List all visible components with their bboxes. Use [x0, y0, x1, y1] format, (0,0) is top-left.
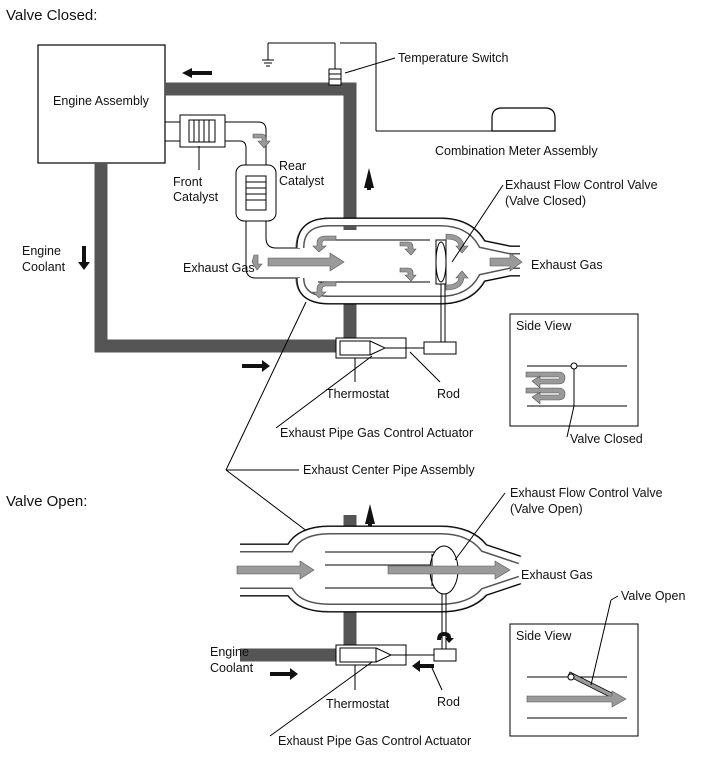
flow-arrow-open-in — [236, 560, 315, 580]
combination-meter-label: Combination Meter Assembly — [435, 144, 598, 158]
valve-closed-leader — [566, 405, 575, 438]
flow-valve-open-label-1: Exhaust Flow Control Valve — [510, 486, 663, 500]
actuator-label: Exhaust Pipe Gas Control Actuator — [280, 426, 473, 440]
valve-open-label: Valve Open — [621, 589, 685, 603]
actuator-leader — [275, 355, 373, 429]
actuator-closed — [335, 284, 457, 359]
exhaust-gas-in-label: Exhaust Gas — [183, 261, 255, 275]
center-pipe-leader-1 — [225, 301, 307, 471]
rear-catalyst-label-2: Catalyst — [279, 174, 325, 188]
flow-valve-open-leader — [454, 492, 506, 561]
side-view-closed: Side View — [509, 313, 639, 427]
thermostat-label: Thermostat — [326, 387, 390, 401]
engine-coolant-label-2: Coolant — [22, 260, 66, 274]
rod-open-leader — [431, 667, 443, 691]
flow-valve-closed-leader — [451, 184, 504, 263]
rod-leader — [409, 351, 441, 383]
flow-valve-open-label-2: (Valve Open) — [510, 502, 583, 516]
front-catalyst-label-2: Catalyst — [173, 190, 219, 204]
flow-arrow-catalyst — [252, 133, 271, 149]
flow-arrow-main-out — [489, 252, 523, 272]
flow-arrow-curl-1 — [312, 235, 337, 253]
exhaust-pipe-closed — [165, 114, 300, 279]
side-view-label: Side View — [516, 319, 572, 333]
flow-arrow-main-in — [267, 252, 345, 272]
flow-arrow-curl-5 — [445, 233, 469, 254]
front-catalyst-label-1: Front — [173, 175, 203, 189]
valve-open-title: Valve Open: — [6, 493, 87, 510]
valve-open-leader-2 — [610, 595, 619, 601]
actuator-open-leader — [269, 661, 373, 737]
actuator-open-label: Exhaust Pipe Gas Control Actuator — [278, 734, 471, 748]
engine-coolant-label-1: Engine — [22, 244, 61, 258]
rod-label: Rod — [437, 387, 460, 401]
coolant-direction-arrow-down — [78, 246, 90, 270]
engine-assembly-box — [37, 44, 166, 164]
exhaust-gas-out-label: Exhaust Gas — [531, 258, 603, 272]
valve-closed-title: Valve Closed: — [6, 7, 97, 24]
thermostat-open-label: Thermostat — [326, 697, 390, 711]
flow-arrow-curl-4 — [312, 281, 337, 299]
coolant-open-arrow-up — [365, 504, 375, 526]
flow-valve-closed-label-2: (Valve Closed) — [505, 194, 586, 208]
flow-arrow-down — [251, 254, 263, 271]
engine-coolant-open-label-2: Coolant — [210, 661, 254, 675]
rod-rotation-arrow — [437, 632, 454, 643]
flow-arrow-curl-6 — [445, 270, 469, 291]
temperature-switch-leader — [344, 57, 396, 74]
center-pipe-closed — [295, 217, 520, 305]
center-pipe-label: Exhaust Center Pipe Assembly — [303, 463, 475, 477]
side-view-open: Side View — [509, 623, 639, 737]
center-pipe-leader-2 — [225, 469, 313, 536]
valve-closed-label: Valve Closed — [570, 432, 643, 446]
flow-valve-closed-label-1: Exhaust Flow Control Valve — [505, 178, 658, 192]
temperature-switch — [262, 42, 492, 132]
side-view-open-label: Side View — [516, 629, 572, 643]
flow-arrow-open-out — [387, 560, 511, 580]
combination-meter — [491, 107, 556, 132]
center-pipe-open — [240, 525, 522, 613]
valve-open-leader — [590, 599, 612, 686]
coolant-direction-arrow-bottom — [242, 360, 270, 372]
coolant-open-arrow-right — [270, 668, 298, 680]
engine-coolant-open-label-1: Engine — [210, 645, 249, 659]
rod-direction-arrow — [412, 660, 434, 672]
engine-assembly-label: Engine Assembly — [53, 94, 150, 108]
actuator-open — [335, 594, 457, 666]
rod-open-label: Rod — [437, 695, 460, 709]
temperature-switch-label: Temperature Switch — [398, 51, 509, 65]
flow-arrow-curl-2 — [399, 241, 417, 256]
coolant-direction-arrow-top — [182, 68, 212, 78]
coolant-direction-arrow-up — [364, 168, 374, 190]
rear-catalyst-label-1: Rear — [279, 159, 306, 173]
exhaust-gas-open-label: Exhaust Gas — [521, 568, 593, 582]
flow-arrow-curl-3 — [399, 267, 417, 282]
